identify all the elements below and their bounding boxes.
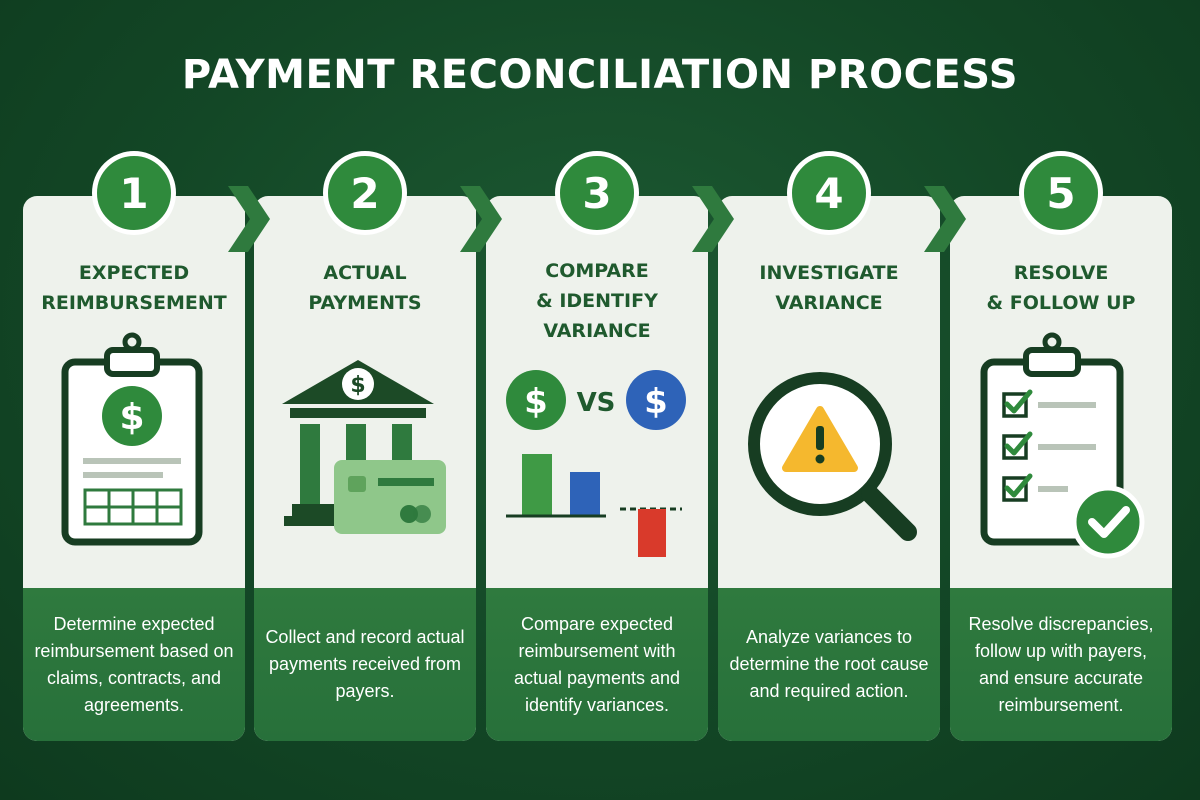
step-number-badge-4: 4 <box>787 151 871 235</box>
step-description-panel: Compare expected reimbursement with actu… <box>486 588 708 741</box>
step-description: Analyze variances to determine the root … <box>729 627 929 701</box>
step-title: COMPARE & IDENTIFY VARIANCE <box>536 260 658 342</box>
step-description-panel: Resolve discrepancies, follow up with pa… <box>950 588 1172 741</box>
chevron-right-icon <box>924 186 966 252</box>
svg-text:$: $ <box>644 382 668 422</box>
chevron-right-icon <box>460 186 502 252</box>
step-title: RESOLVE & FOLLOW UP <box>986 262 1136 314</box>
step-number-badge-2: 2 <box>323 151 407 235</box>
page-title: PAYMENT RECONCILIATION PROCESS <box>181 52 1019 98</box>
step-description: Collect and record actual payments recei… <box>265 627 465 701</box>
step-number-badge-3: 3 <box>555 151 639 235</box>
step-card-2: ACTUAL PAYMENTS $ Collect and record act… <box>254 196 476 741</box>
svg-text:$: $ <box>350 373 365 398</box>
step-title: ACTUAL PAYMENTS <box>308 262 422 314</box>
step-number-badge-1: 1 <box>92 151 176 235</box>
magnifier-warning-icon <box>748 372 917 541</box>
svg-text:$: $ <box>119 397 144 438</box>
step-card-5: RESOLVE & FOLLOW UP Resolve discrepancie… <box>950 196 1172 741</box>
step-description: Compare expected reimbursement with actu… <box>513 613 681 715</box>
step-description: Resolve discrepancies, follow up with pa… <box>968 613 1154 715</box>
checklist-icon <box>980 332 1145 559</box>
chevron-right-icon <box>228 186 270 252</box>
bank-card-icon: $ <box>282 360 446 534</box>
step-title: INVESTIGATE VARIANCE <box>759 262 899 314</box>
compare-chart-icon: $ VS $ <box>506 370 686 557</box>
step-description: Determine expected reimbursement based o… <box>34 613 234 715</box>
vs-label: VS <box>577 388 616 418</box>
svg-text:$: $ <box>524 382 548 422</box>
clipboard-dollar-icon: $ <box>61 332 203 546</box>
chevron-right-icon <box>692 186 734 252</box>
step-card-3: COMPARE & IDENTIFY VARIANCE $ VS $ Compa… <box>486 196 708 741</box>
step-description-panel: Determine expected reimbursement based o… <box>23 588 245 741</box>
step-number-badge-5: 5 <box>1019 151 1103 235</box>
step-card-4: INVESTIGATE VARIANCE Analyze variances t… <box>718 196 940 741</box>
step-description-panel: Collect and record actual payments recei… <box>254 588 476 741</box>
step-description-panel: Analyze variances to determine the root … <box>718 588 940 741</box>
step-card-1: EXPECTED REIMBURSEMENT $ Determine expec… <box>23 196 245 741</box>
step-title: EXPECTED REIMBURSEMENT <box>41 262 227 314</box>
